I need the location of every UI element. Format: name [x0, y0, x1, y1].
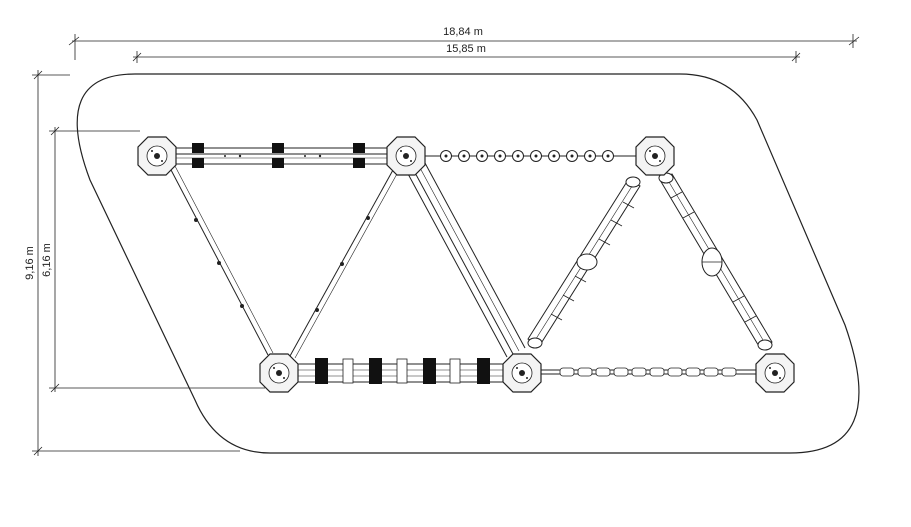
beam-block: [353, 158, 365, 168]
post-node-bottom-right: [755, 353, 795, 393]
beam-block: [192, 143, 204, 153]
beam-block: [315, 358, 328, 384]
beam-block: [369, 358, 382, 384]
top-left-balance-beam: [172, 143, 390, 168]
post-node-top-center: [386, 136, 426, 176]
outer-width-label: 18,84 m: [443, 26, 483, 38]
beam-block: [272, 143, 284, 153]
center-diagonal-rope: [289, 169, 399, 359]
top-stepping-rings: [425, 150, 640, 162]
ladder-joint: [576, 253, 598, 271]
inner-width-label: 15,85 m: [446, 43, 486, 55]
dimension-inner-width: [132, 51, 801, 63]
post-node-top-right: [635, 136, 675, 176]
post-node-bottom-left: [259, 353, 299, 393]
dimension-outer-width: [68, 34, 860, 60]
outer-height-label: 9,16 m: [24, 246, 36, 280]
bottom-balance-beam: [295, 358, 505, 384]
right-diagonal-ladder-right: [658, 172, 773, 351]
post-node-top-left: [137, 136, 177, 176]
beam-block: [477, 358, 490, 384]
dimension-inner-height: [49, 126, 265, 393]
beam-block: [353, 143, 365, 153]
dimension-outer-height: [32, 70, 240, 456]
beam-block: [272, 158, 284, 168]
post-node-bottom-center: [502, 353, 542, 393]
inner-height-label: 6,16 m: [41, 243, 53, 277]
center-diagonal-beam: [406, 162, 526, 358]
bottom-chain-bridge: [540, 367, 760, 377]
right-diagonal-ladder-left: [527, 176, 641, 349]
beam-block: [423, 358, 436, 384]
left-diagonal-rope: [169, 165, 274, 356]
beam-block: [192, 158, 204, 168]
safety-zone-outline: [76, 73, 860, 454]
